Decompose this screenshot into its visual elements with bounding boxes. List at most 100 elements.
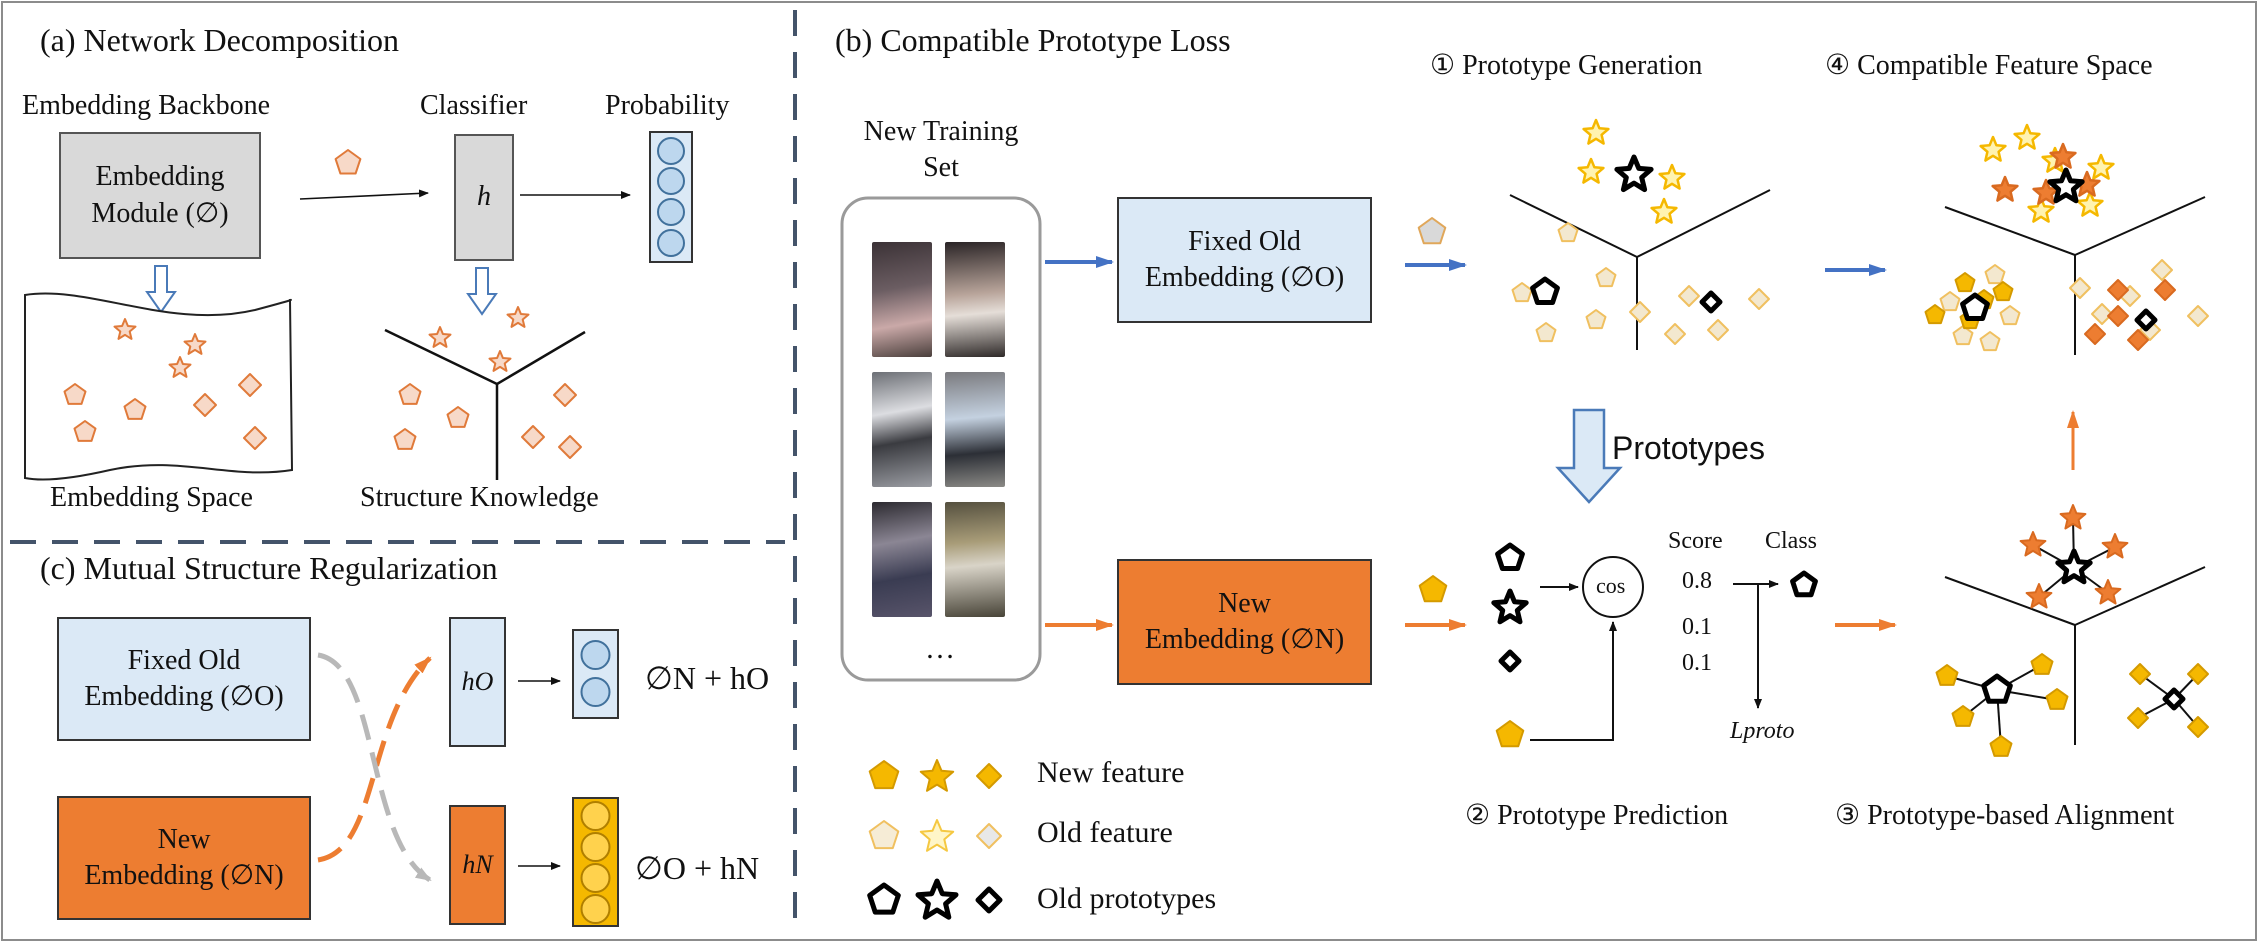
diamond-mark [2154,279,2176,301]
star-mark [2025,583,2053,609]
old-prototype-star [2055,548,2093,585]
old-prototype-diamond [1498,649,1522,673]
star-mark [183,333,207,355]
training-image [945,502,1005,617]
fixed-old-embedding-box [1117,197,1372,323]
head-new-box [449,805,506,925]
diamond-mark [193,393,217,417]
structure-knowledge-label: Structure Knowledge [360,482,599,513]
pentagon-mark [1585,309,1607,330]
diamond-mark [1678,285,1700,307]
backbone-heading: Embedding Backbone [22,90,271,121]
legend-new-pentagon [868,760,900,790]
query-feature-pentagon [1495,720,1525,748]
old-prototype-diamond [1699,290,1723,314]
embedding-module-box [59,132,261,259]
prototypes-hollow-arrow-icon [1555,408,1623,504]
old-prototype-pentagon [1960,292,1990,321]
pentagon-mark [1989,735,2013,757]
pentagon-mark [398,383,422,405]
star-mark [2049,142,2077,169]
star-mark [488,350,512,372]
pentagon-mark [1511,282,1533,303]
new-embedding-box [1117,559,1372,685]
formula-bottom: ∅O + hN [635,850,760,886]
head-old-box [449,617,506,747]
old-prototype-diamond [2162,687,2186,711]
pentagon-mark [334,149,362,175]
pentagon-mark [1935,664,1959,686]
star-mark [113,318,137,340]
old-prototype-pentagon [1495,542,1525,571]
diamond-mark [553,383,577,407]
diamond-mark [2069,277,2091,299]
legend-old-pentagon [868,820,900,850]
hollow-arrow-down-icon [145,265,177,314]
diamond-mark [243,426,267,450]
old-prototype-diamond [975,886,1003,914]
step-prototype-generation: ① Prototype Generation [1430,50,1703,81]
pentagon-mark [1595,267,1617,288]
legend-new-star [919,759,955,792]
partition-line [496,330,586,386]
cos-label: cos [1596,573,1626,598]
star-mark [168,356,192,378]
star-mark [2101,533,2129,559]
star-mark [2094,579,2122,605]
training-image [945,372,1005,487]
diamond-mark [521,425,545,449]
star-mark [1991,175,2019,202]
head-new-label: hN [462,850,493,880]
step-prototype-prediction: ② Prototype Prediction [1465,800,1729,831]
cross-arrow-new-to-old [317,656,432,863]
formula-top: ∅N + hO [645,660,770,696]
legend-new-feature: New feature [1037,756,1185,789]
pentagon-mark [1952,325,1974,346]
step-prototype-alignment: ③ Prototype-based Alignment [1835,800,2175,831]
pentagon-mark [1954,272,1976,293]
pentagon-mark [1992,281,2014,302]
old-prototype-star [915,878,959,920]
pentagon-mark [1417,217,1447,245]
old-prototype-star [1491,588,1529,625]
class-heading: Class [1765,528,1818,554]
old-prototype-pentagon [1790,570,1818,598]
probability-heading: Probability [605,90,730,121]
pentagon-mark [1924,304,1946,325]
diamond-mark [2091,303,2113,325]
star-mark [2059,504,2087,530]
star-mark [1577,157,1605,184]
diamond-mark [2187,716,2209,738]
loss-label: Lproto [1730,718,1795,744]
score-value: 0.1 [1682,650,1712,676]
pentagon-mark [1557,222,1579,243]
pentagon-mark [1979,331,2001,352]
diamond-mark [2127,707,2149,729]
score-heading: Score [1668,528,1723,554]
pentagon-mark [63,383,87,405]
pentagon-mark [123,398,147,420]
diamond-mark [2107,279,2129,301]
pentagon-mark [1999,305,2021,326]
score-value: 0.1 [1682,614,1712,640]
diamond-mark [2151,259,2173,281]
star-mark [2076,190,2104,217]
pentagon-mark [1535,322,1557,343]
old-prototype-diamond [2134,308,2158,332]
diamond-mark [1748,288,1770,310]
classifier-box [454,134,514,261]
old-prototype-pentagon [1981,673,2013,704]
embedding-space-label: Embedding Space [50,482,253,513]
diamond-mark [558,435,582,459]
star-mark [1582,118,1610,145]
pentagon-mark [1418,575,1448,603]
pentagon-mark [2045,688,2069,710]
legend-new-diamond [976,763,1002,789]
classifier-symbol: h [477,181,491,213]
pentagon-mark [2030,653,2054,675]
